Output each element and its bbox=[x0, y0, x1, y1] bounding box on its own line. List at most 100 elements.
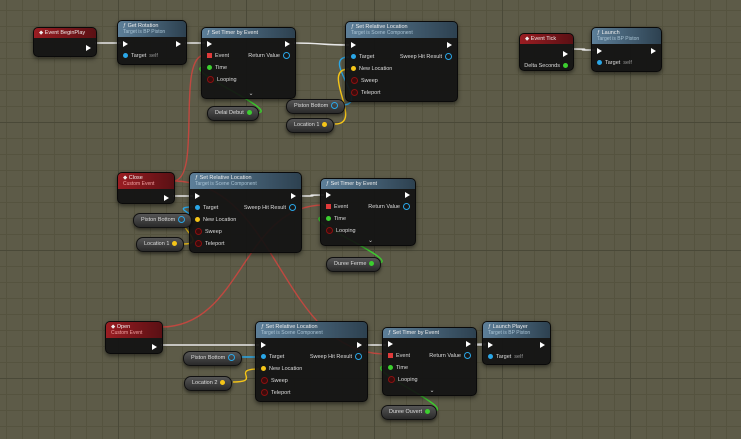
vector-pin-icon[interactable] bbox=[322, 122, 328, 128]
exec-pin-icon[interactable] bbox=[176, 40, 181, 47]
input-pin-target[interactable]: Target bbox=[348, 52, 374, 62]
variable-pb2[interactable]: Piston Bottom bbox=[133, 213, 193, 228]
bool-pin-icon[interactable] bbox=[195, 228, 202, 236]
output-pin[interactable]: Return Value bbox=[248, 51, 293, 61]
input-pin-sweep[interactable]: Sweep bbox=[192, 227, 222, 237]
delegate-pin-icon[interactable] bbox=[167, 176, 172, 181]
input-pin-event[interactable]: Event bbox=[323, 202, 348, 212]
variable-delai1[interactable]: Delai Debut bbox=[207, 106, 259, 121]
vector-pin-icon[interactable] bbox=[220, 380, 226, 386]
input-pin-new-location[interactable]: New Location bbox=[348, 64, 392, 74]
exec-pin-icon[interactable] bbox=[291, 192, 296, 199]
float-pin-icon[interactable] bbox=[246, 110, 252, 116]
float-pin-icon[interactable] bbox=[207, 65, 212, 71]
bool-pin-icon[interactable] bbox=[261, 377, 268, 385]
vector-pin-icon[interactable] bbox=[172, 241, 178, 247]
object-pin-icon[interactable] bbox=[355, 353, 362, 361]
object-pin-icon[interactable] bbox=[464, 352, 471, 360]
bool-pin-icon[interactable] bbox=[351, 89, 358, 97]
input-pin-time[interactable]: Time bbox=[385, 363, 408, 373]
bool-pin-icon[interactable] bbox=[326, 227, 333, 235]
bool-pin-icon[interactable] bbox=[261, 389, 268, 397]
exec-pin-icon[interactable] bbox=[123, 40, 128, 47]
float-pin-icon[interactable] bbox=[388, 365, 393, 371]
bool-pin-icon[interactable] bbox=[207, 76, 214, 84]
expand-chevron-icon[interactable]: ⌄ bbox=[248, 91, 254, 97]
output-pin[interactable] bbox=[83, 43, 94, 53]
object-pin-icon[interactable] bbox=[403, 203, 410, 211]
exec-pin-icon[interactable] bbox=[164, 194, 169, 201]
variable-loc1b[interactable]: Location 1 bbox=[136, 237, 185, 252]
exec-pin-icon[interactable] bbox=[388, 340, 393, 347]
exec-pin-icon[interactable] bbox=[326, 191, 331, 198]
output-pin[interactable] bbox=[560, 49, 571, 59]
variable-ouvert[interactable]: Duree Ouvert bbox=[381, 405, 438, 420]
float-pin-icon[interactable] bbox=[425, 409, 431, 415]
object-pin-icon[interactable] bbox=[445, 53, 452, 61]
node-header[interactable]: ◆ Event BeginPlay bbox=[34, 28, 96, 38]
delegate-pin-icon[interactable] bbox=[326, 204, 331, 210]
exec-pin-icon[interactable] bbox=[405, 191, 410, 198]
input-pin-new-location[interactable]: New Location bbox=[258, 364, 302, 374]
exec-pin-icon[interactable] bbox=[447, 41, 452, 48]
exec-pin-icon[interactable] bbox=[261, 341, 266, 348]
output-pin[interactable] bbox=[161, 193, 172, 203]
input-pin-event[interactable]: Event bbox=[204, 51, 229, 61]
node-header[interactable]: ƒ Set Timer by Event bbox=[202, 28, 295, 38]
output-pin[interactable]: Return Value bbox=[429, 351, 474, 361]
object-pin-icon[interactable] bbox=[351, 54, 356, 60]
input-pin-teleport[interactable]: Teleport bbox=[258, 388, 291, 398]
variable-loc2[interactable]: Location 2 bbox=[184, 376, 233, 391]
expand-chevron-icon[interactable]: ⌄ bbox=[368, 238, 374, 244]
expand-chevron-icon[interactable]: ⌄ bbox=[429, 388, 435, 394]
variable-ferme[interactable]: Duree Ferme bbox=[326, 257, 382, 272]
exec-pin-icon[interactable] bbox=[488, 341, 493, 348]
input-pin-sweep[interactable]: Sweep bbox=[258, 376, 288, 386]
input-pin-looping[interactable]: Looping bbox=[323, 226, 356, 236]
bool-pin-icon[interactable] bbox=[351, 77, 358, 85]
input-pin-teleport[interactable]: Teleport bbox=[192, 239, 225, 249]
exec-pin-icon[interactable] bbox=[351, 41, 356, 48]
object-pin-icon[interactable] bbox=[597, 60, 602, 66]
float-pin-icon[interactable] bbox=[369, 261, 375, 267]
delegate-pin-icon[interactable] bbox=[89, 31, 94, 36]
object-pin-icon[interactable] bbox=[488, 354, 493, 360]
node-header[interactable]: ƒ Set Timer by Event bbox=[383, 328, 476, 338]
exec-pin-icon[interactable] bbox=[285, 40, 290, 47]
exec-pin-icon[interactable] bbox=[540, 341, 545, 348]
delegate-pin-icon[interactable] bbox=[155, 325, 160, 330]
exec-pin-icon[interactable] bbox=[466, 340, 471, 347]
input-pin-target[interactable]: Target bbox=[192, 203, 218, 213]
pin-default-value[interactable]: self bbox=[149, 53, 158, 59]
object-pin-icon[interactable] bbox=[283, 52, 290, 60]
object-pin-icon[interactable] bbox=[289, 204, 296, 212]
variable-pb1[interactable]: Piston Bottom bbox=[286, 99, 346, 114]
node-header[interactable]: ƒ Set Timer by Event bbox=[321, 179, 415, 189]
vector-pin-icon[interactable] bbox=[195, 217, 200, 223]
input-pin-new-location[interactable]: New Location bbox=[192, 215, 236, 225]
vector-pin-icon[interactable] bbox=[351, 66, 356, 72]
object-pin-icon[interactable] bbox=[123, 53, 128, 59]
exec-pin-icon[interactable] bbox=[357, 341, 362, 348]
exec-pin-icon[interactable] bbox=[563, 50, 568, 57]
object-pin-icon[interactable] bbox=[195, 205, 200, 211]
object-pin-icon[interactable] bbox=[331, 102, 339, 110]
delegate-pin-icon[interactable] bbox=[566, 37, 571, 42]
object-pin-icon[interactable] bbox=[228, 354, 236, 362]
